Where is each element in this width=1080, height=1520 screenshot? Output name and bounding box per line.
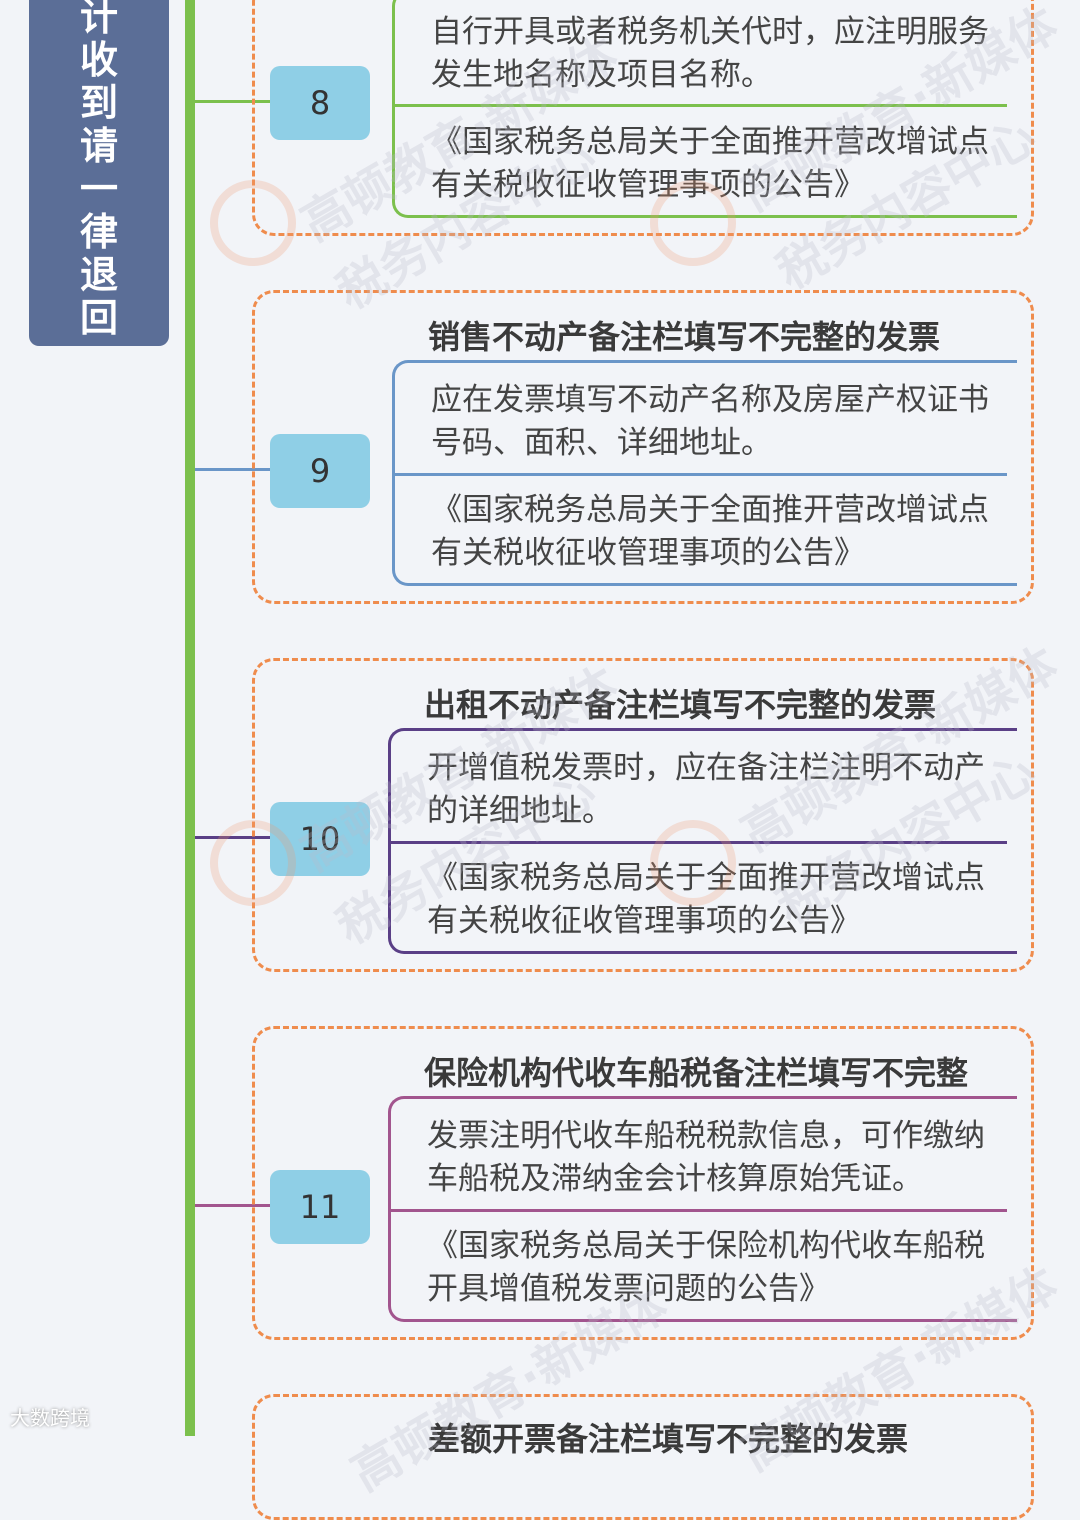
item-title: 出租不动产备注栏填写不完整的发票 <box>424 686 937 724</box>
item-title: 保险机构代收车船税备注栏填写不完整 <box>424 1054 969 1092</box>
card-item-9 <box>252 290 1034 604</box>
connector-10 <box>195 836 275 839</box>
item-desc: 自行开具或者税务机关代时，应注明服务发生地名称及项目名称。 <box>431 14 989 93</box>
side-label-text: 计收到请一律退回 <box>79 0 118 340</box>
number-badge: 11 <box>270 1170 370 1244</box>
branch-divider <box>395 104 1007 107</box>
branch-group-11: 发票注明代收车船税税款信息，可作缴纳车船税及滞纳金会计核算原始凭证。 《国家税务… <box>388 1096 1017 1322</box>
item-source: 《国家税务总局关于全面推开营改增试点有关税收征收管理事项的公告》 <box>431 124 989 203</box>
branch-divider <box>395 473 1007 476</box>
item-desc: 应在发票填写不动产名称及房屋产权证书号码、面积、详细地址。 <box>431 382 989 461</box>
number-badge: 9 <box>270 434 370 508</box>
card-item-8 <box>252 0 1034 236</box>
branch-divider <box>391 841 1007 844</box>
item-source: 《国家税务总局关于全面推开营改增试点有关税收征收管理事项的公告》 <box>427 860 985 939</box>
item-desc: 发票注明代收车船税税款信息，可作缴纳车船税及滞纳金会计核算原始凭证。 <box>427 1118 985 1197</box>
item-source: 《国家税务总局关于全面推开营改增试点有关税收征收管理事项的公告》 <box>431 492 989 571</box>
item-source: 《国家税务总局关于保险机构代收车船税开具增值税发票问题的公告》 <box>427 1228 985 1307</box>
connector-8 <box>195 100 275 103</box>
brand-label: 大数跨境 <box>10 1406 90 1430</box>
branch-group-9: 应在发票填写不动产名称及房屋产权证书号码、面积、详细地址。 《国家税务总局关于全… <box>392 360 1017 586</box>
side-label: 计收到请一律退回 <box>29 0 169 346</box>
item-desc: 开增值税发票时，应在备注栏注明不动产的详细地址。 <box>427 750 985 829</box>
next-item-title-partial: 差额开票备注栏填写不完整的发票 <box>428 1420 909 1458</box>
item-title: 销售不动产备注栏填写不完整的发票 <box>428 318 941 356</box>
timeline-spine <box>185 0 195 1436</box>
connector-11 <box>195 1204 275 1207</box>
branch-group-8: 自行开具或者税务机关代时，应注明服务发生地名称及项目名称。 《国家税务总局关于全… <box>392 0 1017 218</box>
branch-group-10: 开增值税发票时，应在备注栏注明不动产的详细地址。 《国家税务总局关于全面推开营改… <box>388 728 1017 954</box>
card-item-10 <box>252 658 1034 972</box>
number-badge: 10 <box>270 802 370 876</box>
branch-divider <box>391 1209 1007 1212</box>
connector-9 <box>195 468 275 471</box>
number-badge: 8 <box>270 66 370 140</box>
card-item-11 <box>252 1026 1034 1340</box>
